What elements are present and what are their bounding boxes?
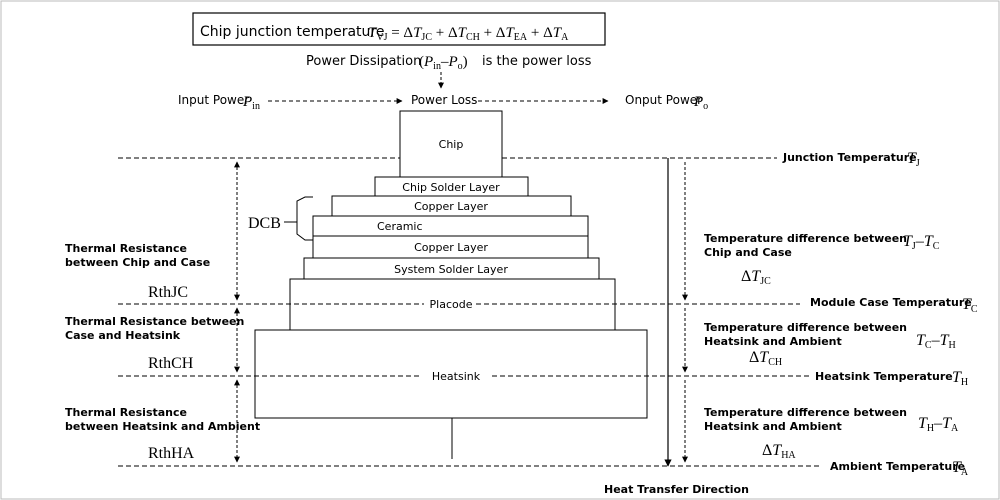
r-jc-symbol: RthJC [148, 284, 188, 301]
output-power-symbol: Po [693, 94, 708, 112]
case-temp-label: Module Case Temperature [810, 296, 972, 309]
diff-ha-desc-line1: Temperature difference between [704, 406, 907, 419]
formula-box [192, 12, 606, 46]
diff-ha-expr: TH–TA [918, 415, 959, 434]
ceramic-label: Ceramic [377, 220, 423, 233]
formula-equation: TVJ = ΔTJC + ΔTCH + ΔTEA + ΔTA [368, 25, 569, 43]
r-jc-desc-line1: Thermal Resistance [65, 242, 187, 255]
r-jc-desc-line2: between Chip and Case [65, 256, 210, 269]
heatsink-temp-symbol: TH [952, 369, 968, 388]
ceramic-layer [312, 215, 589, 237]
r-ha-desc-line2: between Heatsink and Ambient [65, 420, 260, 433]
dcb-bracket [296, 196, 313, 241]
diff-ch-delta: ΔTCH [749, 349, 782, 368]
diff-jc-desc-line2: Chip and Case [704, 246, 792, 259]
baseplate-label: Placode [430, 298, 473, 311]
chip-layer [399, 110, 503, 178]
junction-temp-label: Junction Temperature [782, 151, 917, 164]
copper-bottom-label: Copper Layer [414, 241, 488, 254]
heatsink-temp-label: Heatsink Temperature [815, 370, 953, 383]
r-ch-symbol: RthCH [148, 355, 194, 372]
r-ha-desc-line1: Thermal Resistance [65, 406, 187, 419]
power-dissipation-suffix: is the power loss [482, 54, 592, 69]
power-dissipation-expr: (Pin–Po) [419, 54, 468, 72]
system-solder-label: System Solder Layer [394, 263, 508, 276]
ambient-temp-label: Ambient Temperature [830, 460, 965, 473]
diff-jc-delta: ΔTJC [741, 268, 771, 287]
diff-ch-desc-line2: Heatsink and Ambient [704, 335, 842, 348]
diff-jc-desc-line1: Temperature difference between [704, 232, 907, 245]
diff-jc-expr: TJ–TC [903, 233, 940, 252]
diff-ha-delta: ΔTHA [762, 442, 796, 461]
r-ch-desc-line2: Case and Heatsink [65, 329, 181, 342]
diff-ha-desc-line2: Heatsink and Ambient [704, 420, 842, 433]
power-dissipation-prefix: Power Dissipation [306, 54, 421, 69]
heatsink-label: Heatsink [432, 370, 481, 383]
r-ha-symbol: RthHA [148, 445, 195, 462]
diff-ch-desc-line1: Temperature difference between [704, 321, 907, 334]
dcb-label: DCB [248, 215, 281, 232]
formula-prefix: Chip junction temperature [200, 24, 384, 40]
heat-transfer-label: Heat Transfer Direction [604, 483, 749, 496]
junction-temp-symbol: TJ [907, 150, 920, 169]
input-power-symbol: Pin [242, 94, 260, 112]
input-power-label: Input Power [178, 93, 249, 107]
heatsink-layer [254, 329, 648, 419]
output-power-label: Onput Power [625, 93, 702, 107]
chip-label: Chip [439, 138, 464, 151]
case-temp-symbol: TC [962, 296, 978, 315]
power-loss-label: Power Loss [411, 93, 477, 107]
copper-top-label: Copper Layer [414, 200, 488, 213]
chip-solder-label: Chip Solder Layer [402, 181, 500, 194]
ambient-temp-symbol: TA [952, 459, 969, 478]
r-ch-desc-line1: Thermal Resistance between [65, 315, 244, 328]
diff-ch-expr: TC–TH [916, 332, 956, 351]
